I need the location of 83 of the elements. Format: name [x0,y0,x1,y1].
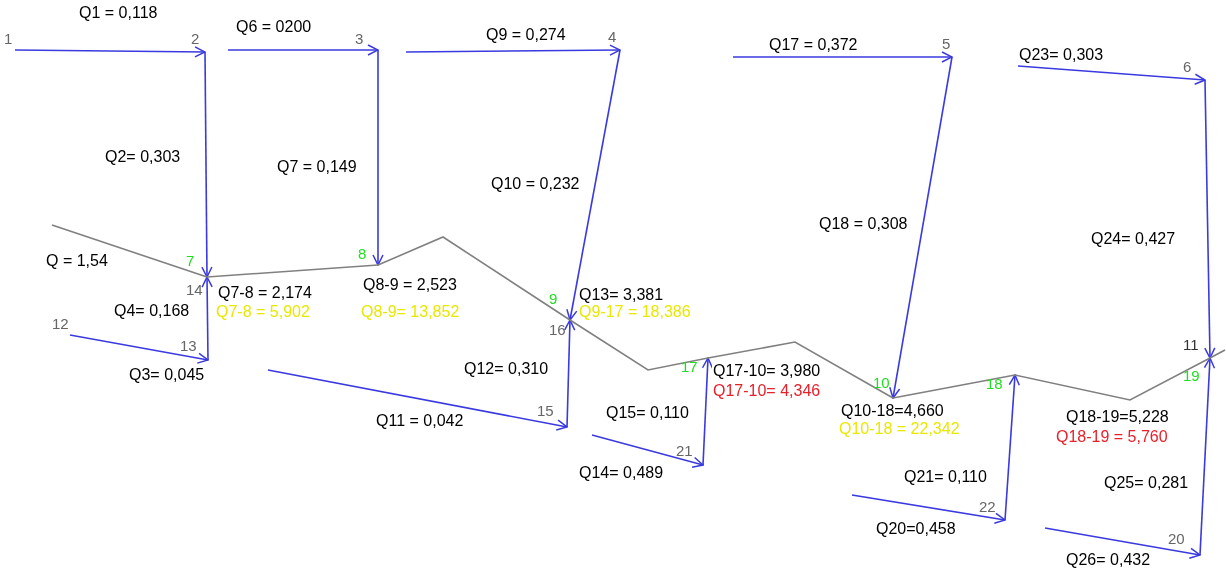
point-number: 8 [358,245,367,262]
channel-line [569,319,709,371]
flow-arrow [1199,357,1216,556]
channel-line [1014,357,1211,401]
flow-arrow [14,46,206,58]
flow-label: Q10-18 = 22,342 [838,420,961,438]
edge-label: Q = 1,54 [45,252,109,270]
edge-label: Q17 = 0,372 [768,36,859,54]
channel-line [707,341,894,399]
edge-label: Q26= 0,432 [1065,551,1152,569]
point-number: 1 [4,30,13,47]
point-number: 11 [1183,336,1199,353]
flow-arrow [851,494,1006,525]
flow-arrow [1017,65,1206,85]
edge-label: Q10 = 0,232 [490,175,581,193]
point-number: 3 [355,30,364,47]
point-number: 17 [681,358,698,375]
point-number: 16 [549,321,566,338]
point-number: 12 [52,315,69,332]
flow-label: Q17-10= 4,346 [712,382,822,400]
edge-label: Q20=0,458 [875,520,957,538]
point-number: 14 [186,281,203,298]
edge-label: Q12= 0,310 [463,360,550,378]
flow-arrow [1044,527,1201,559]
flow-arrow [889,56,953,399]
flow-arrow [201,276,213,361]
flow-arrow [227,44,379,56]
flow-arrow [1004,374,1021,521]
edge-label: Q1 = 0,118 [78,4,159,22]
edge-label: Q21= 0,110 [903,468,988,486]
point-number: 22 [979,498,996,515]
edge-label: Q8-9 = 2,523 [362,276,458,294]
edge-label: Q4= 0,168 [113,302,191,320]
edge-label: Q13= 3,381 [578,286,665,304]
edge-label: Q10-18=4,660 [840,402,945,420]
flow-arrow [372,49,384,266]
channel-line [206,264,379,278]
edge-label: Q7-8 = 2,174 [217,284,313,302]
point-number: 15 [537,402,554,419]
edge-label: Q17-10= 3,980 [712,362,822,380]
point-number: 10 [873,374,890,391]
channel-line [51,224,208,278]
point-number: 6 [1183,58,1192,75]
edge-label: Q3= 0,045 [128,366,206,384]
flow-arrow [1204,79,1216,359]
flow-label: Q9-17 = 18,386 [578,303,692,321]
point-number: 7 [186,252,195,269]
flow-label: Q8-9= 13,852 [360,303,461,321]
edge-label: Q7 = 0,149 [276,158,358,176]
point-number: 4 [608,28,617,45]
edge-label: Q9 = 0,274 [485,26,567,44]
flow-arrow [267,369,568,431]
point-number: 2 [191,30,200,47]
point-number: 20 [1168,530,1185,547]
flow-arrow [591,434,704,468]
flow-arrow [566,49,621,321]
point-number: 19 [1183,367,1200,384]
point-number: 13 [180,337,197,354]
flow-arrow [201,51,213,278]
flow-label: Q18-19 = 5,760 [1055,428,1169,446]
flow-arrow [405,44,621,56]
edge-label: Q25= 0,281 [1103,474,1190,492]
flow-arrow [732,51,953,63]
channel-line [892,374,1016,399]
flow-label: Q7-8 = 5,902 [215,303,311,321]
flow-arrow [69,334,209,364]
edge-label: Q18 = 0,308 [818,215,909,233]
edge-label: Q23= 0,303 [1018,46,1105,64]
edge-label: Q24= 0,427 [1090,230,1177,248]
point-number: 21 [676,442,693,459]
point-number: 18 [986,375,1003,392]
channel-line [1209,349,1226,359]
edge-label: Q15= 0,110 [605,404,690,422]
point-number: 5 [942,35,951,52]
edge-label: Q11 = 0,042 [375,412,465,430]
edge-label: Q18-19=5,228 [1065,408,1170,426]
point-number: 9 [549,290,558,307]
channel-line [377,236,571,321]
edge-label: Q6 = 0200 [235,18,313,36]
flow-arrow [563,319,576,428]
edge-label: Q2= 0,303 [104,148,182,166]
edge-label: Q14= 0,489 [578,464,665,482]
flow-arrow [701,357,714,466]
